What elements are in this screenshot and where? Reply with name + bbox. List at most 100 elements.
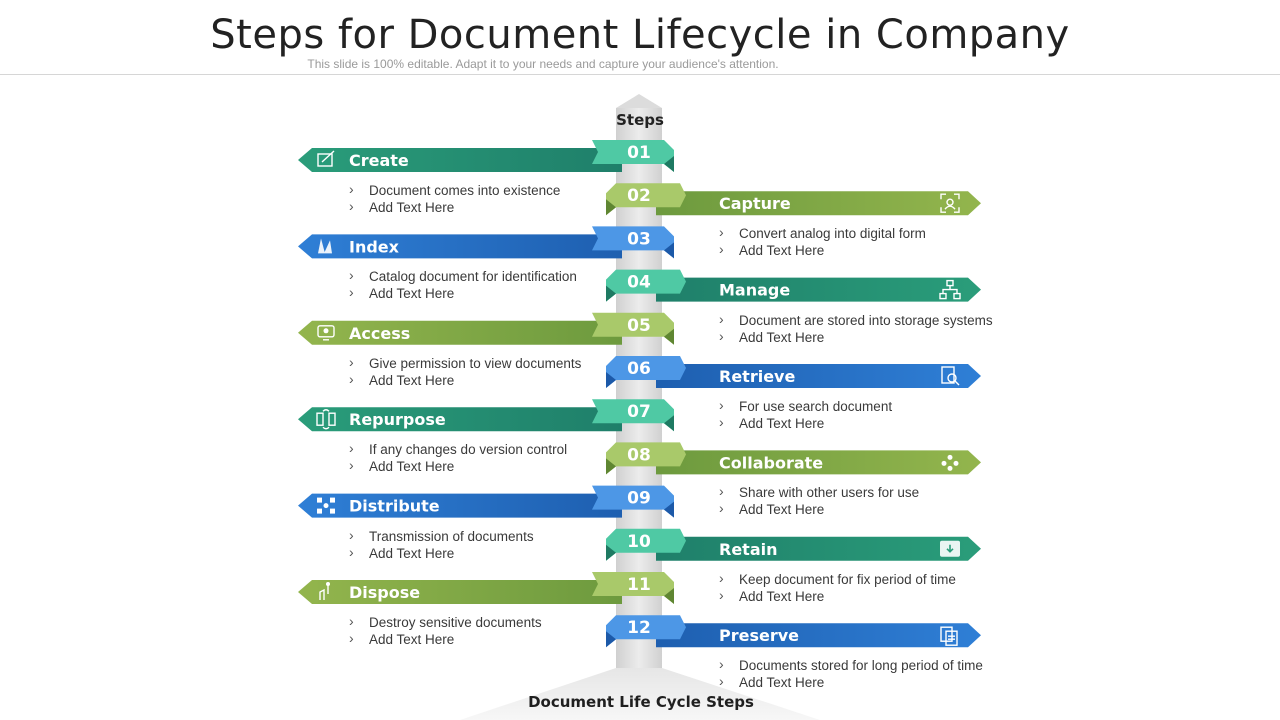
step-number-tab	[606, 615, 686, 648]
network-distribute-icon	[317, 497, 335, 514]
document-stack-icon	[940, 626, 958, 646]
step-bullets: Convert analog into digital formAdd Text…	[719, 224, 926, 259]
step-bullet-item: If any changes do version control	[349, 440, 567, 458]
step-bullet-item: Add Text Here	[349, 544, 534, 562]
step-label: Create	[349, 151, 409, 170]
step-bullet-item: Add Text Here	[719, 500, 919, 518]
step-label: Retrieve	[719, 367, 795, 386]
step-number-tab	[592, 140, 674, 172]
step-bullet-item: Add Text Here	[349, 371, 581, 389]
step-bullet-item: Keep document for fix period of time	[719, 570, 956, 588]
step-label: Capture	[719, 194, 791, 213]
step-bullets: For use search documentAdd Text Here	[719, 397, 892, 432]
step-number: 05	[627, 316, 651, 336]
step-number-tab	[592, 399, 674, 432]
catalog-fan-icon	[318, 238, 332, 254]
step-number-tab	[592, 312, 674, 345]
step-label: Access	[349, 324, 410, 343]
title-divider	[0, 74, 1280, 75]
step-number: 11	[627, 575, 651, 595]
step-band	[656, 364, 981, 388]
lifecycle-step: 07 Repurpose	[298, 399, 674, 432]
page-title: Steps for Document Lifecycle in Company	[210, 12, 1070, 58]
step-number: 12	[627, 618, 651, 638]
hierarchy-icon	[939, 279, 961, 300]
step-bullet-item: Destroy sensitive documents	[349, 613, 542, 631]
step-bullet-item: Catalog document for identification	[349, 267, 577, 285]
steps-column-header: Steps	[616, 111, 664, 129]
document-search-icon	[941, 366, 960, 386]
step-bullet-item: Add Text Here	[719, 328, 993, 346]
step-band	[298, 234, 622, 259]
step-bullet-item: Give permission to view documents	[349, 354, 581, 372]
scan-frame-icon	[940, 193, 960, 213]
step-label: Repurpose	[349, 410, 446, 429]
step-bullet-item: Documents stored for long period of time	[719, 656, 983, 674]
step-number-tab	[606, 528, 686, 561]
step-number: 03	[627, 229, 651, 249]
step-number: 10	[627, 532, 651, 552]
footer-label: Document Life Cycle Steps	[528, 693, 754, 711]
step-bullet-item: Add Text Here	[719, 414, 892, 432]
step-bullets: Share with other users for useAdd Text H…	[719, 483, 919, 518]
lifecycle-step: 05 Access	[298, 312, 674, 345]
step-bullet-item: Convert analog into digital form	[719, 224, 926, 242]
archive-box-icon	[940, 540, 960, 557]
swap-documents-icon	[316, 409, 336, 430]
step-label: Distribute	[349, 497, 440, 516]
page-subtitle: This slide is 100% editable. Adapt it to…	[307, 57, 779, 71]
step-bullets: Catalog document for identificationAdd T…	[349, 267, 577, 302]
step-bullets: Document comes into existenceAdd Text He…	[349, 181, 560, 216]
step-number-tab	[592, 572, 674, 604]
edit-document-icon	[317, 150, 335, 167]
step-bullet-item: Document are stored into storage systems	[719, 311, 993, 329]
step-band	[298, 148, 622, 172]
spine-base	[460, 668, 820, 720]
step-label: Manage	[719, 281, 790, 300]
step-number-tab	[606, 183, 686, 216]
step-bullets: Keep document for fix period of timeAdd …	[719, 570, 956, 605]
step-bullets: Transmission of documentsAdd Text Here	[349, 527, 534, 562]
step-bullet-item: Add Text Here	[719, 587, 956, 605]
step-number: 04	[627, 273, 651, 293]
step-band	[298, 580, 622, 604]
step-number: 09	[627, 489, 651, 509]
step-bullet-item: Add Text Here	[719, 673, 983, 691]
step-band	[298, 320, 622, 345]
step-band	[656, 450, 981, 475]
step-number: 06	[627, 359, 651, 379]
step-band	[298, 493, 622, 518]
step-number-tab	[606, 356, 686, 388]
step-bullets: If any changes do version controlAdd Tex…	[349, 440, 567, 475]
step-number-tab	[592, 485, 674, 518]
step-bullet-item: Add Text Here	[349, 284, 577, 302]
lifecycle-step: 01 Create	[298, 140, 674, 172]
step-bullets: Give permission to view documentsAdd Tex…	[349, 354, 581, 389]
step-bullet-item: Add Text Here	[349, 457, 567, 475]
step-band	[298, 407, 622, 432]
access-screen-icon	[317, 325, 335, 341]
step-band	[656, 623, 981, 648]
step-number-tab	[606, 442, 686, 475]
step-band	[656, 536, 981, 561]
lifecycle-step: 06 Retrieve	[606, 356, 981, 388]
step-bullet-item: Add Text Here	[719, 241, 926, 259]
step-number: 07	[627, 402, 651, 422]
step-bullet-item: For use search document	[719, 397, 892, 415]
step-number: 08	[627, 445, 651, 465]
step-bullets: Documents stored for long period of time…	[719, 656, 983, 691]
step-bullets: Document are stored into storage systems…	[719, 311, 993, 346]
step-label: Preserve	[719, 626, 799, 645]
step-number: 01	[627, 143, 651, 163]
step-bullet-item: Document comes into existence	[349, 181, 560, 199]
step-bullet-item: Add Text Here	[349, 630, 542, 648]
lifecycle-step: 08 Collaborate	[606, 442, 981, 475]
lifecycle-step: 12 Preserve	[606, 615, 981, 648]
step-label: Collaborate	[719, 453, 823, 472]
step-band	[656, 191, 981, 216]
step-bullets: Destroy sensitive documentsAdd Text Here	[349, 613, 542, 648]
lifecycle-step: 09 Distribute	[298, 485, 674, 518]
